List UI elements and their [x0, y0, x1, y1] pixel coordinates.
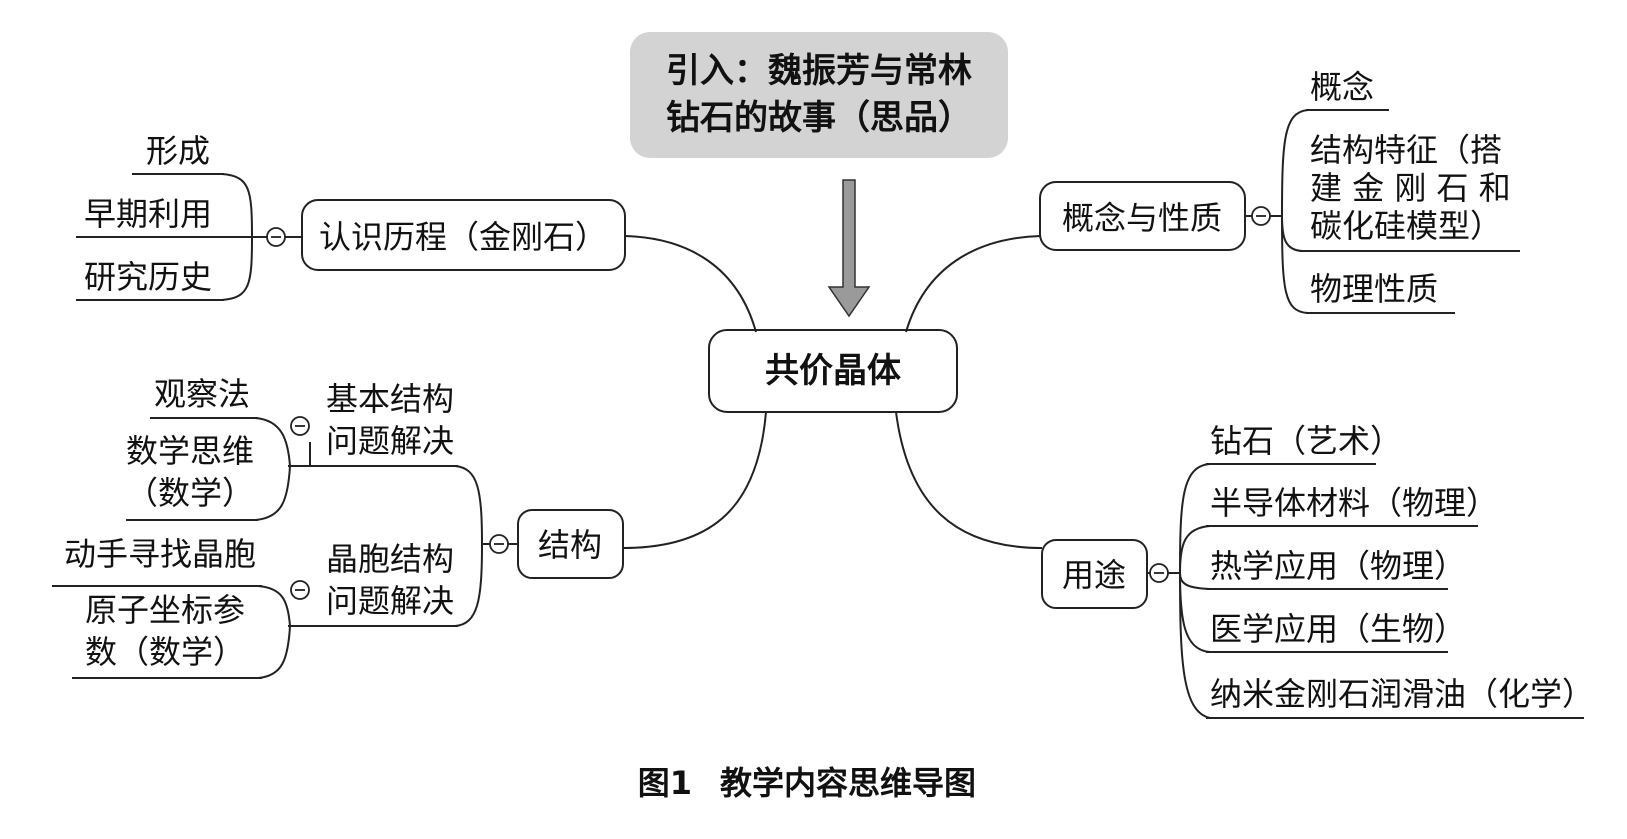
structure-sub-line: 问题解决	[326, 582, 454, 620]
branch-usage-label: 用途	[1062, 556, 1126, 594]
branch-history-node	[301, 199, 626, 271]
structure-sub1-item: 观察法	[154, 375, 250, 413]
structure-sub-line: 问题解决	[326, 422, 454, 460]
figure-number: 图1	[638, 764, 692, 802]
intro-box	[630, 32, 1008, 158]
branch-history-label: 认识历程（金刚石）	[319, 218, 607, 256]
structure-bracket	[454, 465, 483, 627]
usage-item: 医学应用（生物）	[1210, 610, 1466, 648]
concept-item-line: 碳化硅模型）	[1310, 207, 1502, 245]
connector-usage	[895, 411, 1043, 549]
history-item: 早期利用	[84, 195, 212, 233]
concept-bracket	[1281, 109, 1309, 314]
connector-structure	[622, 411, 767, 549]
structure-sub1-item-line: 数学思维	[126, 432, 254, 470]
usage-item: 钻石（艺术）	[1210, 422, 1402, 460]
center-node	[708, 329, 958, 413]
history-item: 形成	[146, 132, 210, 170]
concept-item-line: 结构特征（搭	[1310, 131, 1502, 169]
structure-sub-line: 基本结构	[326, 380, 454, 418]
center-label: 共价晶体	[765, 351, 901, 391]
branch-concept-label: 概念与性质	[1062, 199, 1222, 237]
concept-item: 物理性质	[1310, 270, 1438, 308]
structure-sub2-item: 动手寻找晶胞	[64, 535, 256, 573]
usage-item: 热学应用（物理）	[1210, 547, 1466, 585]
concept-item-line: 建 金 刚 石 和	[1310, 169, 1511, 207]
structure-sub1-bracket	[254, 417, 291, 521]
structure-sub-line: 晶胞结构	[326, 540, 454, 578]
connector-history	[624, 235, 757, 333]
connector-concept	[905, 235, 1041, 333]
usage-item: 半导体材料（物理）	[1210, 484, 1498, 522]
history-bracket	[221, 173, 253, 301]
structure-sub1-item-line: （数学）	[126, 474, 254, 512]
figure-title: 教学内容思维导图	[720, 764, 976, 802]
usage-bracket	[1179, 463, 1211, 719]
intro-line-2: 钻石的故事（思品）	[666, 98, 972, 138]
concept-item: 概念	[1310, 68, 1374, 106]
branch-structure-label: 结构	[538, 526, 602, 564]
intro-line-1: 引入：魏振芳与常林	[666, 51, 972, 91]
down-arrow	[827, 179, 871, 318]
structure-sub2-item-line: 数（数学）	[85, 633, 245, 671]
structure-sub2-bracket	[257, 585, 291, 679]
structure-sub2-item-line: 原子坐标参	[85, 591, 245, 629]
history-item: 研究历史	[84, 258, 212, 296]
usage-item: 纳米金刚石润滑油（化学）	[1210, 675, 1594, 713]
